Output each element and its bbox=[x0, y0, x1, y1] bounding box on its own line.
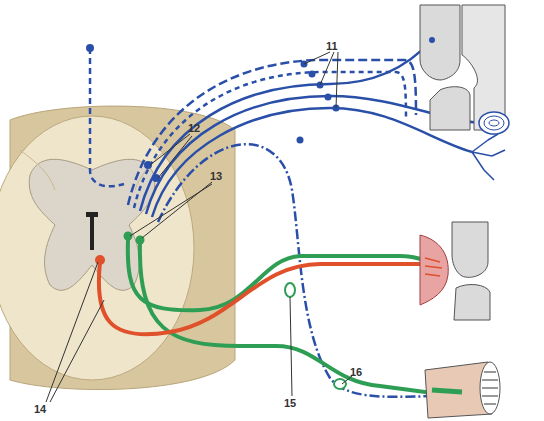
motor-fibre bbox=[99, 262, 424, 334]
joint-capsule bbox=[462, 5, 505, 130]
bone bbox=[454, 285, 490, 320]
lamellar-corpuscle bbox=[479, 112, 509, 134]
lamellar-corpuscle bbox=[489, 120, 499, 126]
leader-line bbox=[130, 182, 212, 238]
sensory-fibre bbox=[158, 144, 432, 397]
cord-tract-line bbox=[20, 150, 55, 190]
bone bbox=[452, 222, 488, 277]
callout-number: 11 bbox=[326, 40, 338, 52]
receptor-ending bbox=[429, 37, 435, 43]
callout-number: 13 bbox=[210, 170, 222, 182]
free-nerve-ending bbox=[472, 134, 505, 180]
motor-fibre bbox=[128, 240, 444, 310]
ganglion-cell bbox=[297, 137, 304, 144]
ganglion-cell bbox=[325, 94, 332, 101]
bone bbox=[420, 5, 460, 80]
fibre-node bbox=[334, 379, 346, 389]
callout-number: 12 bbox=[188, 122, 200, 134]
callout-number: 15 bbox=[284, 397, 296, 409]
ascending-fibre bbox=[90, 48, 124, 186]
muscle-spindle bbox=[432, 390, 462, 392]
motor-neuron bbox=[95, 255, 105, 265]
leader-line bbox=[304, 52, 338, 108]
central-canal bbox=[86, 212, 98, 250]
muscle bbox=[420, 235, 448, 305]
muscle-fibres bbox=[482, 372, 498, 404]
leader-line bbox=[150, 134, 192, 178]
ganglion-cell bbox=[309, 71, 316, 78]
sensory-fibre bbox=[134, 72, 406, 208]
sensory-fibre bbox=[128, 60, 416, 205]
fibre-node bbox=[285, 283, 295, 297]
motor-neuron bbox=[124, 232, 133, 241]
interneuron bbox=[152, 174, 160, 182]
leader-line bbox=[290, 297, 292, 396]
sensory-fibre bbox=[140, 40, 432, 211]
muscle-section bbox=[480, 362, 500, 414]
callout-number: 14 bbox=[34, 403, 46, 415]
motor-end-plate bbox=[425, 258, 442, 276]
leader-line bbox=[46, 262, 104, 402]
lamellar-corpuscle bbox=[484, 116, 504, 130]
bone bbox=[430, 87, 470, 130]
callout-number: 16 bbox=[350, 366, 362, 378]
